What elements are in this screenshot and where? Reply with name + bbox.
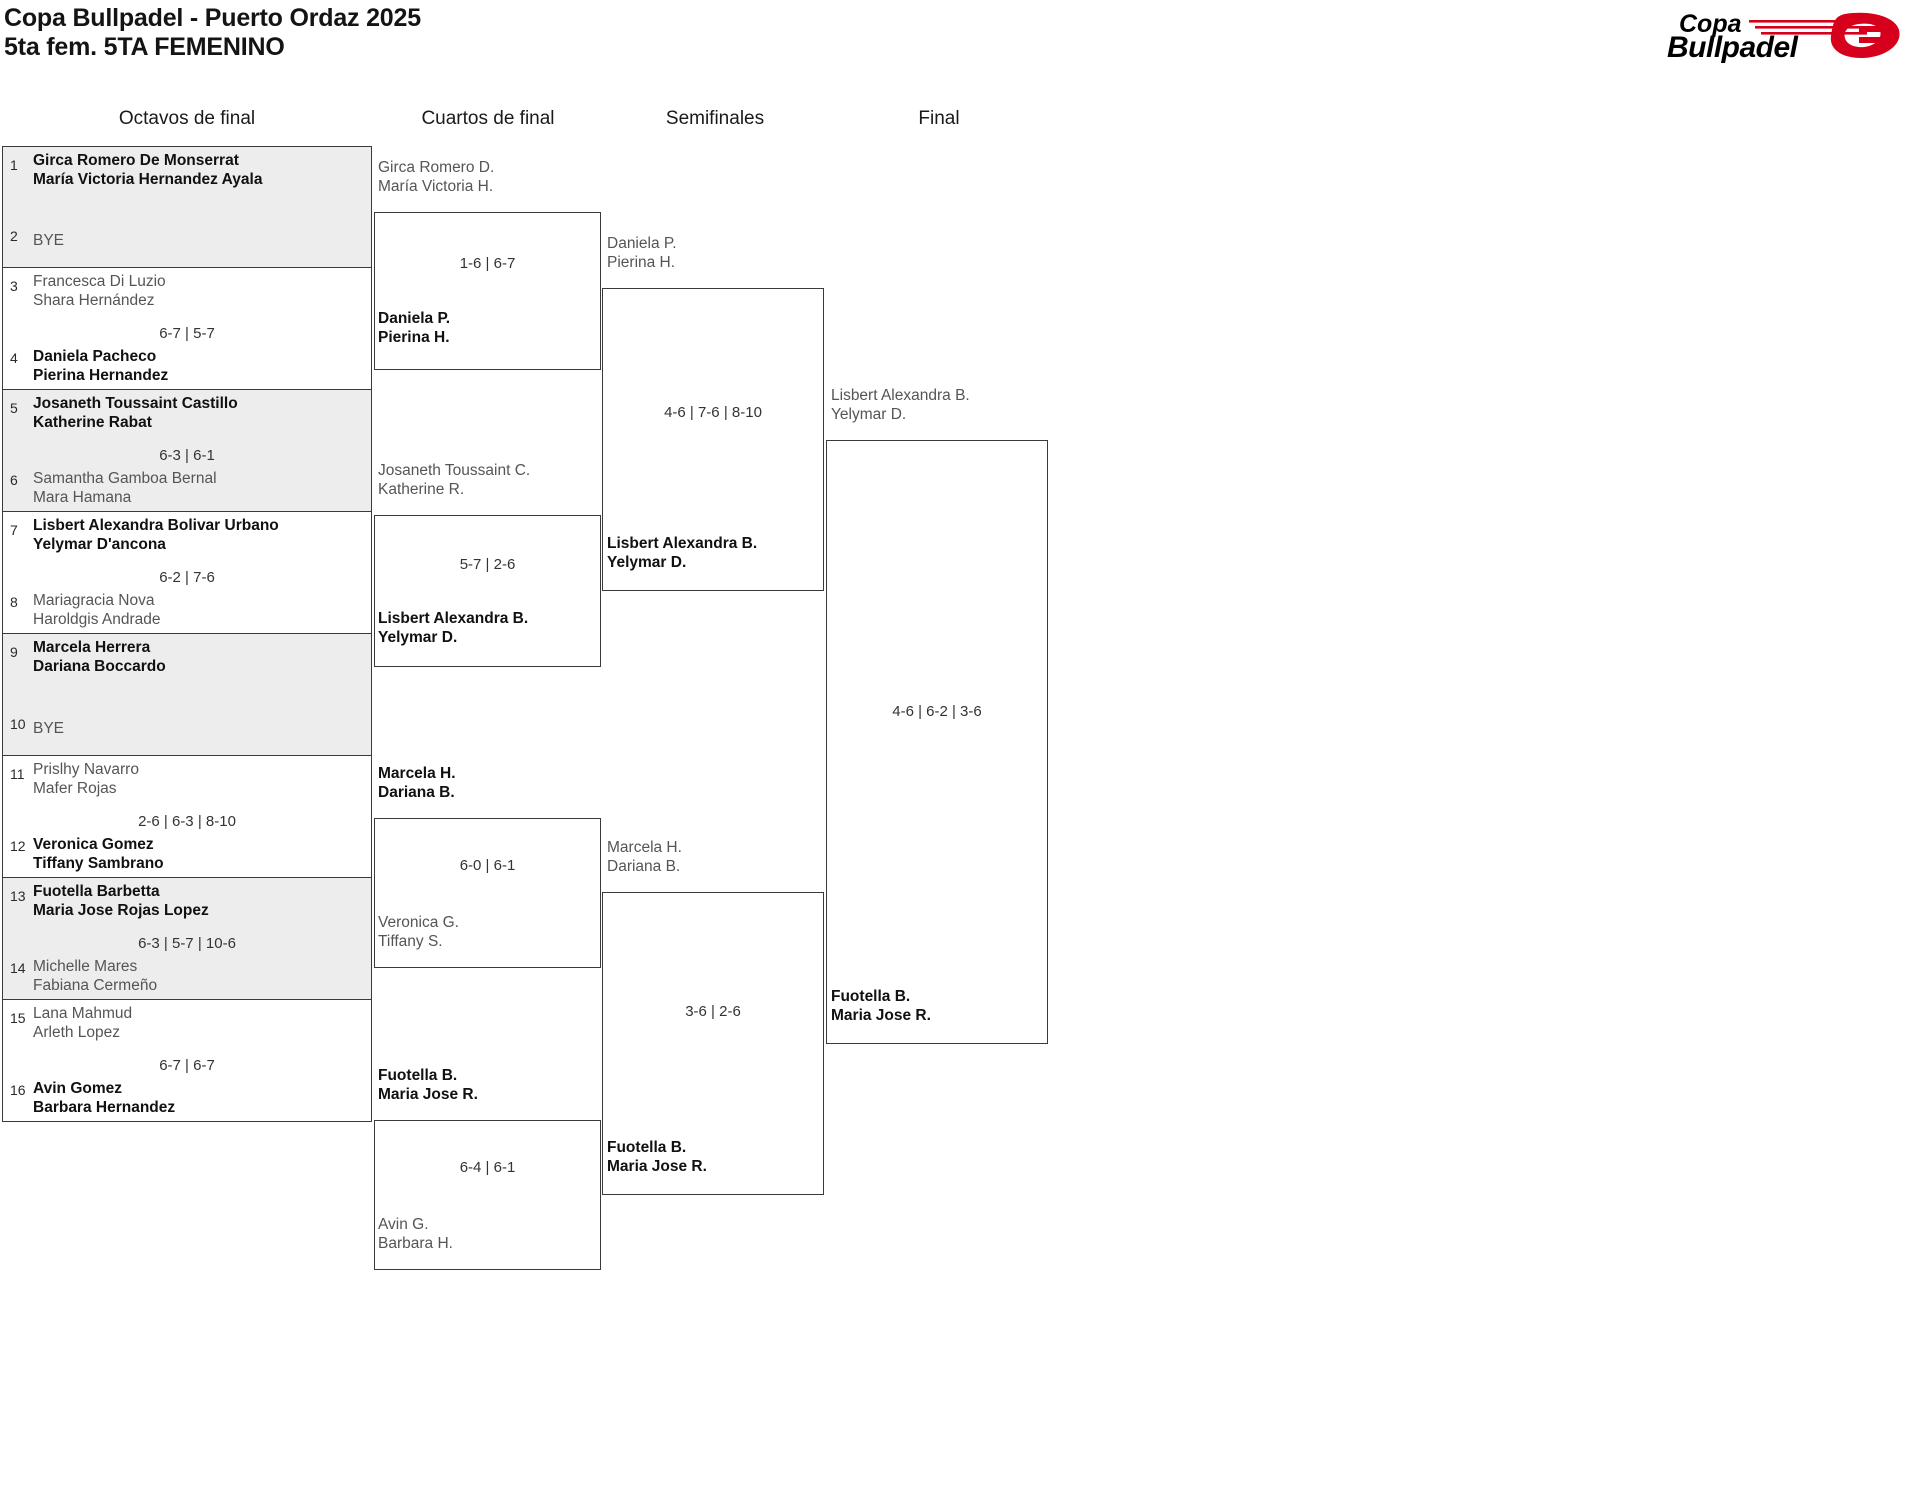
seed-number: 11 xyxy=(10,766,25,782)
sf2-team-top: Marcela H.Dariana B. xyxy=(607,839,682,875)
page-title: Copa Bullpadel - Puerto Ordaz 2025 5ta f… xyxy=(4,4,421,62)
match-score: 6-7 | 5-7 xyxy=(159,325,215,342)
match-score: 2-6 | 6-3 | 8-10 xyxy=(138,813,236,830)
qf1-team-bottom: Daniela P.Pierina H. xyxy=(378,310,451,346)
logo-text-bullpadel: Bullpadel xyxy=(1667,31,1799,64)
seed-number: 8 xyxy=(10,594,18,610)
seed-number: 6 xyxy=(10,472,18,488)
final-team-top: Lisbert Alexandra B.Yelymar D. xyxy=(831,387,970,423)
match-score: 6-3 | 6-1 xyxy=(159,447,215,464)
qf3-team-bottom: Veronica G.Tiffany S. xyxy=(378,914,459,950)
sf1-team-top: Daniela P.Pierina H. xyxy=(607,235,677,271)
qf2-score: 5-7 | 2-6 xyxy=(459,556,516,573)
tournament-name: Copa Bullpadel - Puerto Ordaz 2025 xyxy=(4,4,421,32)
qf4-team-bottom: Avin G.Barbara H. xyxy=(378,1216,453,1252)
match-score: 6-3 | 5-7 | 10-6 xyxy=(138,935,236,952)
round-header-octavos: Octavos de final xyxy=(118,108,256,129)
copa-bullpadel-logo: Copa Bullpadel xyxy=(1663,6,1911,68)
qf3-score: 6-0 | 6-1 xyxy=(459,857,516,874)
seed-number: 12 xyxy=(10,838,26,854)
qf1-bracket-box[interactable]: 1-6 | 6-7 xyxy=(374,212,601,370)
sf2-bracket-box[interactable]: 3-6 | 2-6 xyxy=(602,892,824,1195)
round-header-semifinales: Semifinales xyxy=(665,108,765,129)
qf3-bracket-box[interactable]: 6-0 | 6-1 xyxy=(374,818,601,968)
seed-number: 2 xyxy=(10,228,18,244)
tournament-category: 5ta fem. 5TA FEMENINO xyxy=(4,33,285,61)
seed-number: 16 xyxy=(10,1082,26,1098)
sf1-score: 4-6 | 7-6 | 8-10 xyxy=(664,404,762,421)
qf2-team-bottom: Lisbert Alexandra B.Yelymar D. xyxy=(378,610,529,646)
seed-number: 14 xyxy=(10,960,26,976)
round-header-cuartos: Cuartos de final xyxy=(421,108,555,129)
qf1-team-top: Girca Romero D.María Victoria H. xyxy=(378,159,495,195)
qf4-score: 6-4 | 6-1 xyxy=(459,1159,516,1176)
match-score: 6-7 | 6-7 xyxy=(159,1057,215,1074)
final-team-bottom-champion: Fuotella B.Maria Jose R. xyxy=(831,988,931,1024)
logo-text-copa: Copa xyxy=(1679,10,1742,38)
final-bracket-box[interactable]: 4-6 | 6-2 | 3-6 xyxy=(826,440,1048,1044)
qf3-team-top: Marcela H.Dariana B. xyxy=(378,765,456,801)
qf2-bracket-box[interactable]: 5-7 | 2-6 xyxy=(374,515,601,667)
final-score: 4-6 | 6-2 | 3-6 xyxy=(892,703,982,720)
sf2-score: 3-6 | 2-6 xyxy=(685,1003,741,1020)
seed-number: 9 xyxy=(10,644,18,660)
sf1-team-bottom: Lisbert Alexandra B.Yelymar D. xyxy=(607,535,758,571)
seed-number: 7 xyxy=(10,522,18,538)
seed-number: 3 xyxy=(10,278,18,294)
qf4-bracket-box[interactable]: 6-4 | 6-1 xyxy=(374,1120,601,1270)
seed-number: 5 xyxy=(10,400,18,416)
sf1-bracket-box[interactable]: 4-6 | 7-6 | 8-10 xyxy=(602,288,824,591)
team-entry: BYE xyxy=(33,232,65,249)
seed-number: 10 xyxy=(10,716,26,732)
team-entry: BYE xyxy=(33,720,65,737)
round-header-final: Final xyxy=(918,108,960,129)
seed-number: 13 xyxy=(10,888,26,904)
seed-number: 4 xyxy=(10,350,18,366)
seed-number: 15 xyxy=(10,1010,26,1026)
qf2-team-top: Josaneth Toussaint C.Katherine R. xyxy=(378,462,531,498)
sf2-team-bottom: Fuotella B.Maria Jose R. xyxy=(607,1139,707,1175)
match-score: 6-2 | 7-6 xyxy=(159,569,215,586)
seed-number: 1 xyxy=(10,157,18,173)
qf4-team-top: Fuotella B.Maria Jose R. xyxy=(378,1067,478,1103)
qf1-score: 1-6 | 6-7 xyxy=(459,255,516,272)
